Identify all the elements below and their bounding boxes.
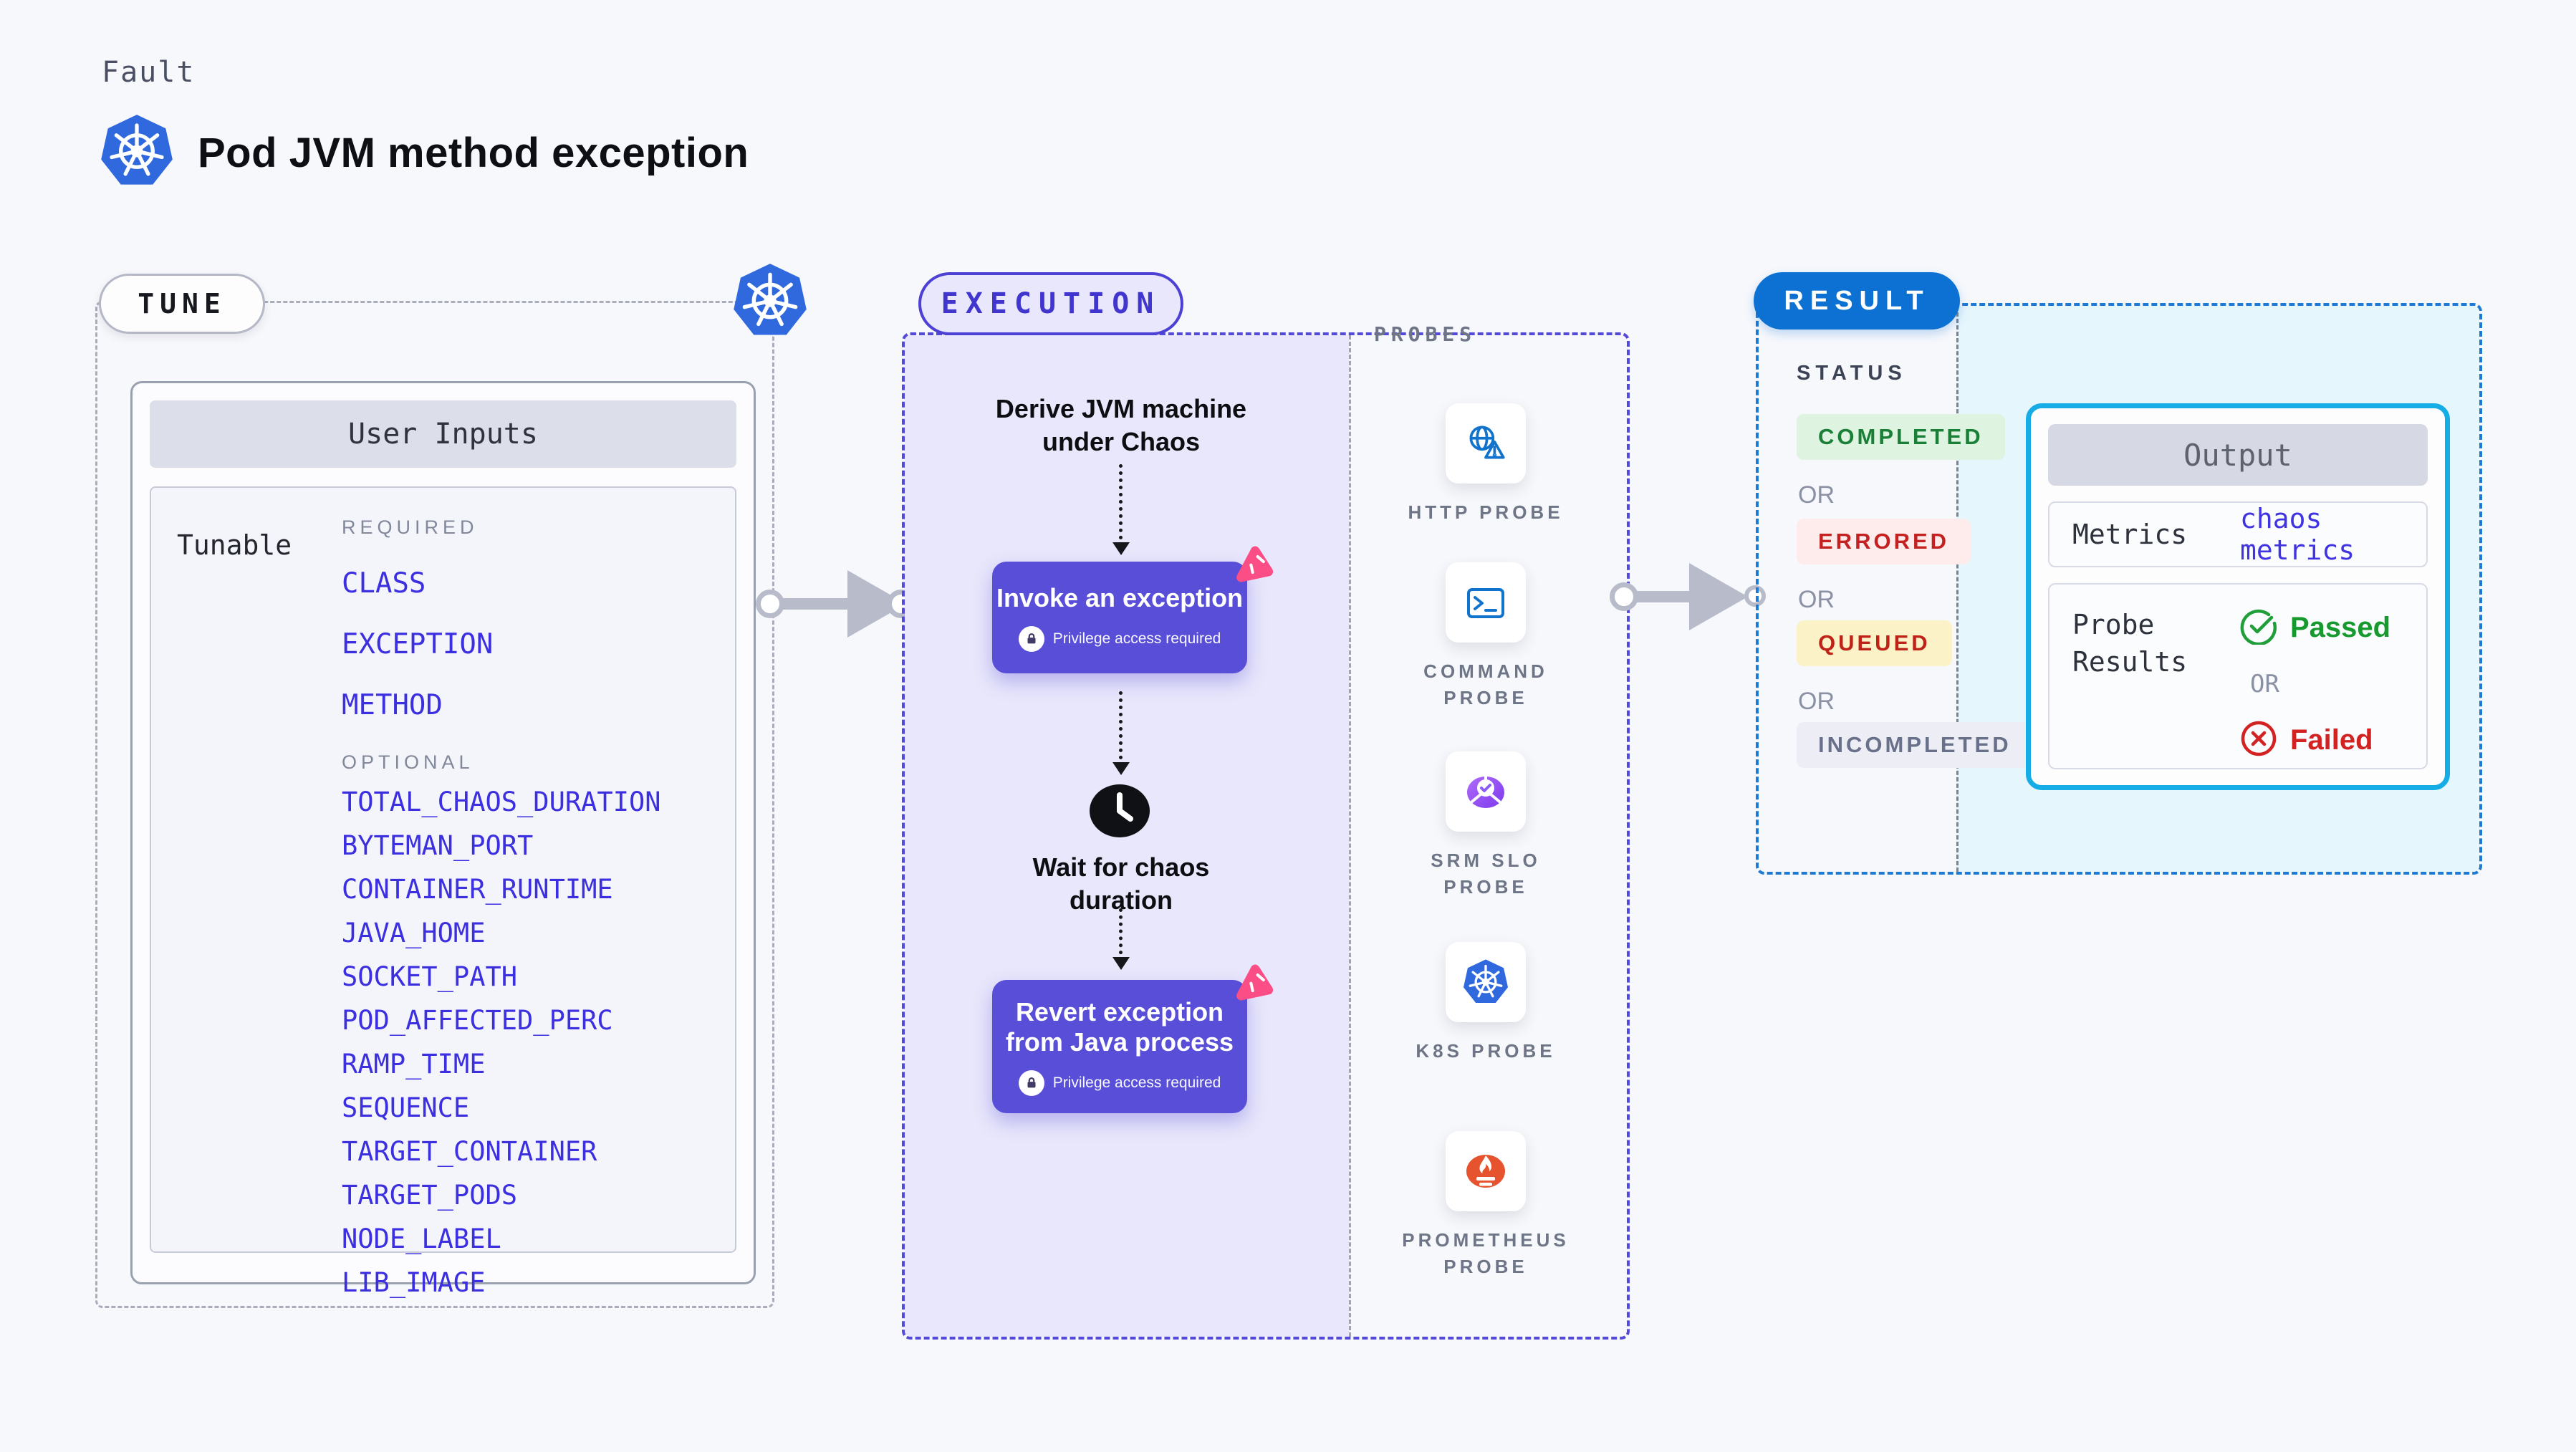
invoke-exception-title: Invoke an exception <box>996 583 1244 612</box>
status-badge-queued: QUEUED <box>1797 620 1952 666</box>
param-item: METHOD <box>342 689 443 721</box>
litmus-chaos-icon <box>1234 964 1275 1006</box>
privilege-note: Privilege access required <box>1018 1070 1221 1096</box>
param-item: JAVA_HOME <box>342 918 486 948</box>
failed-line: Failed <box>2240 720 2390 761</box>
probes-label: PROBES <box>1374 322 1477 346</box>
or-label: OR <box>1798 481 1835 509</box>
probe-label: HTTP PROBE <box>1408 501 1564 523</box>
user-inputs-card: User Inputs Tunable REQUIRED CLASS EXCEP… <box>130 381 756 1298</box>
metrics-value: chaos metrics <box>2240 503 2355 566</box>
execution-pill: EXECUTION <box>918 272 1183 335</box>
passed-line: Passed <box>2240 607 2390 648</box>
page-title: Pod JVM method exception <box>198 130 749 176</box>
step-derive-jvm: Derive JVM machine under Chaos <box>995 394 1247 456</box>
flow-arrow-down-icon <box>1112 908 1130 970</box>
result-divider <box>1956 306 1959 872</box>
param-item: POD_AFFECTED_PERC <box>342 1005 613 1036</box>
or-label: OR <box>2250 670 2279 698</box>
fault-kicker: Fault <box>102 56 196 89</box>
failed-label: Failed <box>2290 724 2373 756</box>
param-item: TOTAL_CHAOS_DURATION <box>342 787 661 817</box>
arrow-right-icon <box>1689 563 1748 630</box>
globe-warning-icon <box>1446 403 1526 484</box>
x-circle-icon <box>2240 720 2277 761</box>
probe-k8s: K8S PROBE <box>1385 942 1586 1064</box>
param-item: BYTEMAN_PORT <box>342 830 534 861</box>
kubernetes-icon <box>1446 942 1526 1022</box>
or-label: OR <box>1798 586 1835 613</box>
status-badge-incompleted: INCOMPLETED <box>1797 722 2033 768</box>
litmus-chaos-icon <box>1234 546 1275 587</box>
status-badge-errored: ERRORED <box>1797 519 1971 564</box>
connector-dot <box>1610 582 1638 611</box>
probe-label: COMMAND PROBE <box>1423 660 1548 708</box>
invoke-exception-node: Invoke an exception Privilege access req… <box>992 562 1247 673</box>
connector-dot <box>1744 585 1766 607</box>
param-item: EXCEPTION <box>342 628 494 660</box>
probe-results-row: Probe Results Passed OR Failed <box>2048 583 2428 769</box>
check-circle-icon <box>2240 607 2277 648</box>
param-item: CONTAINER_RUNTIME <box>342 874 613 905</box>
param-item: LIB_IMAGE <box>342 1267 486 1298</box>
tune-pill: TUNE <box>99 274 265 334</box>
flow-arrow-down-icon <box>1112 464 1130 555</box>
probe-command: COMMAND PROBE <box>1385 562 1586 711</box>
output-card: Output Metrics chaos metrics Probe Resul… <box>2026 403 2450 790</box>
probe-label: K8S PROBE <box>1416 1040 1556 1062</box>
or-label: OR <box>1798 688 1835 715</box>
param-item: RAMP_TIME <box>342 1049 486 1080</box>
param-item: SEQUENCE <box>342 1092 470 1123</box>
param-item: NODE_LABEL <box>342 1223 501 1254</box>
privilege-note: Privilege access required <box>1018 626 1221 652</box>
revert-exception-node: Revert exception from Java process Privi… <box>992 980 1247 1113</box>
flow-arrow-down-icon <box>1112 691 1130 775</box>
kubernetes-icon <box>731 262 809 340</box>
output-title: Output <box>2048 424 2428 486</box>
connector-dot <box>756 590 784 618</box>
clock-icon <box>1090 781 1150 841</box>
revert-exception-title: Revert exception from Java process <box>1005 997 1234 1057</box>
lock-icon <box>1018 1070 1044 1096</box>
prometheus-icon <box>1446 1131 1526 1211</box>
param-item: TARGET_CONTAINER <box>342 1136 597 1167</box>
probe-http: HTTP PROBE <box>1385 403 1586 526</box>
status-label: STATUS <box>1797 362 1907 385</box>
optional-label: OPTIONAL <box>342 751 474 773</box>
user-inputs-body: Tunable REQUIRED CLASS EXCEPTION METHOD … <box>150 486 736 1298</box>
metrics-label: Metrics <box>2072 519 2188 550</box>
param-item: SOCKET_PATH <box>342 961 518 992</box>
probes-divider <box>1349 335 1351 1337</box>
param-item: CLASS <box>342 567 426 600</box>
privilege-note-text: Privilege access required <box>1052 1074 1221 1091</box>
tunable-label: Tunable <box>177 529 292 561</box>
step-wait-duration: Wait for chaos duration <box>1032 852 1210 915</box>
probe-srm-slo: SRM SLO PROBE <box>1385 751 1586 900</box>
result-pill: RESULT <box>1754 272 1960 330</box>
param-list: REQUIRED CLASS EXCEPTION METHOD OPTIONAL… <box>342 516 728 1298</box>
user-inputs-title: User Inputs <box>150 400 736 468</box>
param-item: TARGET_PODS <box>342 1180 518 1211</box>
required-label: REQUIRED <box>342 516 479 538</box>
probe-label: PROMETHEUS PROBE <box>1402 1229 1570 1277</box>
privilege-note-text: Privilege access required <box>1052 630 1221 647</box>
slo-gauge-icon <box>1446 751 1526 832</box>
metrics-row: Metrics chaos metrics <box>2048 501 2428 567</box>
probe-label: SRM SLO PROBE <box>1431 850 1541 898</box>
probe-results-values: Passed OR Failed <box>2240 606 2390 761</box>
status-badge-completed: COMPLETED <box>1797 414 2005 460</box>
tune-box <box>95 301 774 1308</box>
connector-line <box>1633 591 1698 602</box>
kubernetes-icon <box>99 113 175 189</box>
passed-label: Passed <box>2290 612 2391 643</box>
terminal-icon <box>1446 562 1526 643</box>
probe-results-label: Probe Results <box>2072 609 2188 678</box>
lock-icon <box>1018 626 1044 652</box>
connector-line <box>779 598 855 610</box>
probe-prometheus: PROMETHEUS PROBE <box>1385 1131 1586 1280</box>
